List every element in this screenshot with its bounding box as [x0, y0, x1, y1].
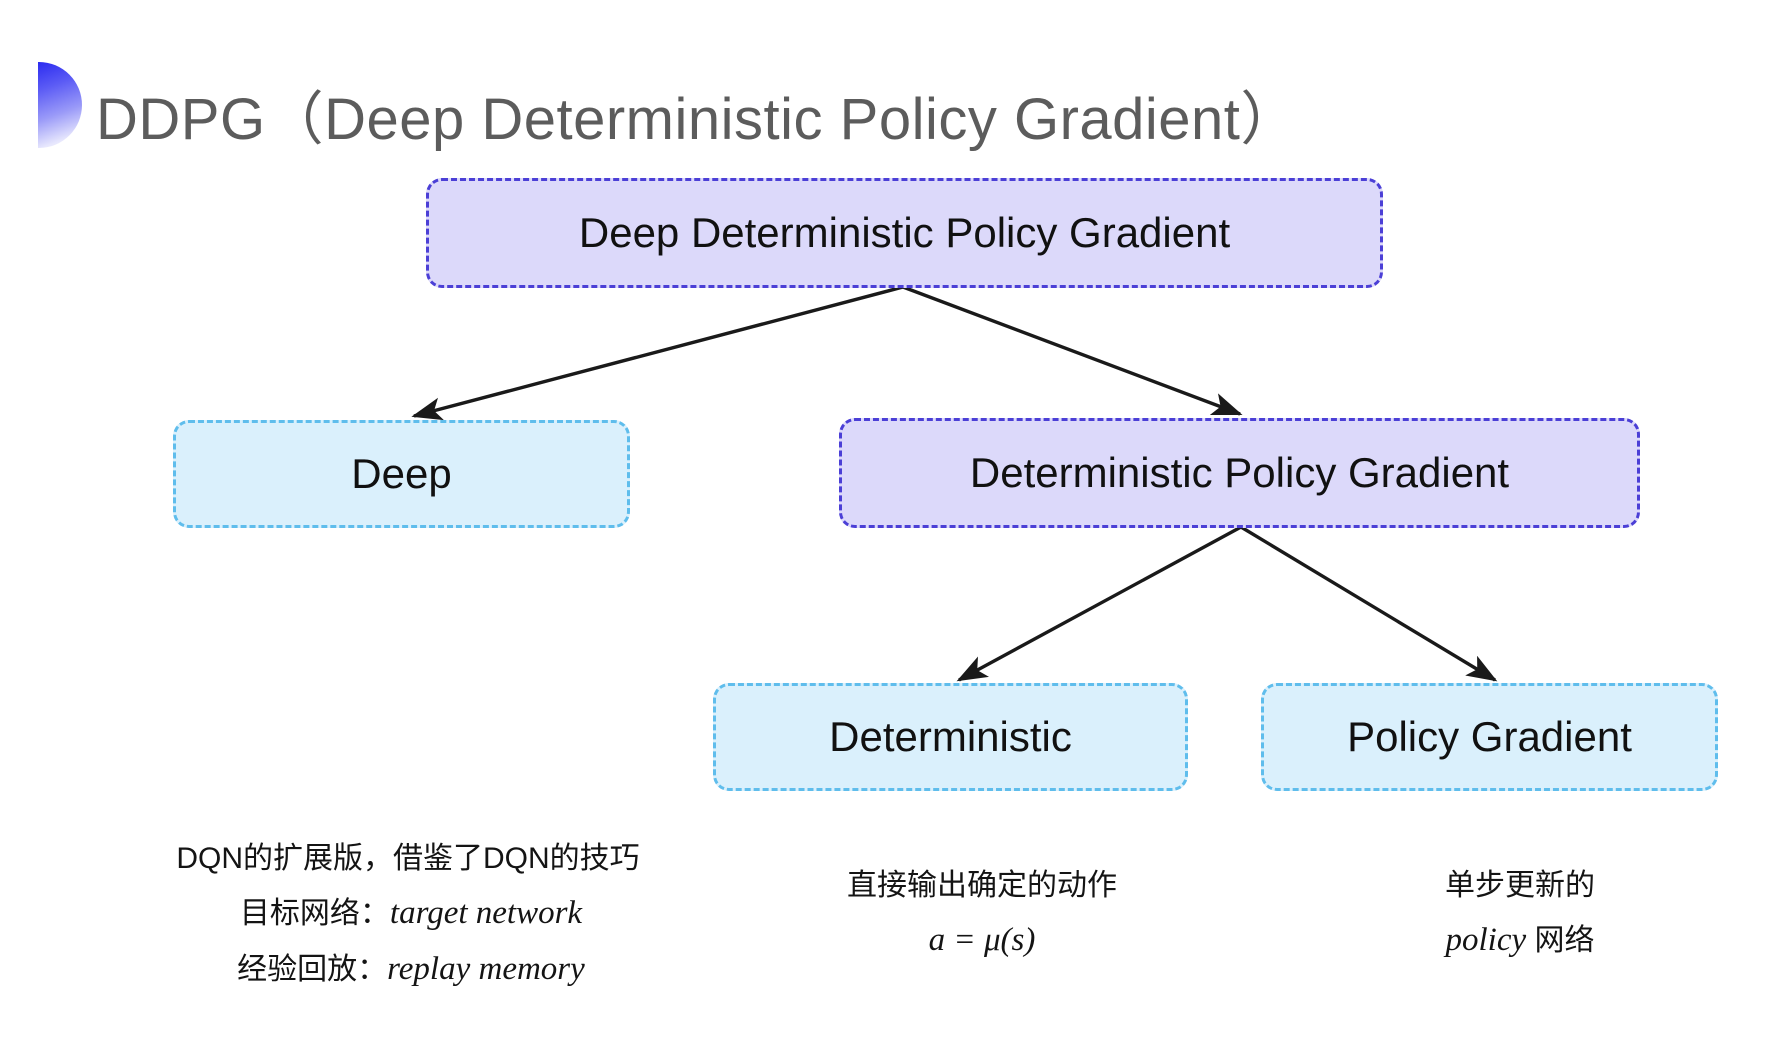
node-deep[interactable]: Deep: [173, 420, 630, 528]
caption-policy-gradient-line1: 单步更新的: [1445, 869, 1595, 902]
node-deep-label: Deep: [351, 449, 452, 497]
caption-deep-line3: 经验回放：replay memory: [148, 941, 668, 998]
caption-deep: DQN的扩展版，借鉴了DQN的技巧 目标网络：target network 经验…: [148, 833, 668, 998]
caption-deep-line2-term: target network: [389, 894, 583, 931]
caption-deterministic-formula: a = μ(s): [928, 921, 1036, 958]
node-root[interactable]: Deep Deterministic Policy Gradient: [426, 178, 1383, 288]
caption-policy-gradient-suffix: 网络: [1526, 923, 1595, 957]
caption-deterministic: 直接输出确定的动作 a = μ(s): [822, 860, 1142, 968]
node-policy-gradient[interactable]: Policy Gradient: [1261, 683, 1718, 791]
arrow-dpg-to-deterministic: [956, 525, 1242, 682]
node-deterministic[interactable]: Deterministic: [713, 683, 1188, 791]
caption-policy-gradient-line2: policy 网络: [1380, 912, 1660, 969]
caption-deterministic-line1: 直接输出确定的动作: [847, 869, 1117, 902]
node-dpg-label: Deterministic Policy Gradient: [969, 448, 1510, 496]
arrow-dpg-to-policy-gradient: [1240, 525, 1498, 682]
arrow-root-to-dpg: [902, 285, 1243, 416]
node-deterministic-label: Deterministic: [829, 712, 1072, 760]
caption-policy-gradient-term: policy: [1445, 921, 1527, 958]
caption-deep-line2-prefix: 目标网络：: [239, 896, 390, 930]
gradient-bullet-icon: [38, 62, 82, 148]
caption-deep-line1: DQN的扩展版，借鉴了DQN的技巧: [176, 842, 640, 875]
arrow-root-to-deep: [411, 285, 904, 421]
page-title: DDPG（Deep Deterministic Policy Gradient）: [96, 87, 1299, 152]
node-policy-gradient-label: Policy Gradient: [1347, 712, 1632, 760]
caption-policy-gradient: 单步更新的 policy 网络: [1380, 860, 1660, 968]
node-deterministic-policy-gradient[interactable]: Deterministic Policy Gradient: [839, 418, 1640, 528]
node-root-label: Deep Deterministic Policy Gradient: [578, 208, 1231, 256]
caption-deep-line3-prefix: 经验回放：: [237, 953, 388, 987]
caption-deep-line2: 目标网络：target network: [148, 885, 668, 942]
caption-deep-line3-term: replay memory: [387, 951, 585, 988]
